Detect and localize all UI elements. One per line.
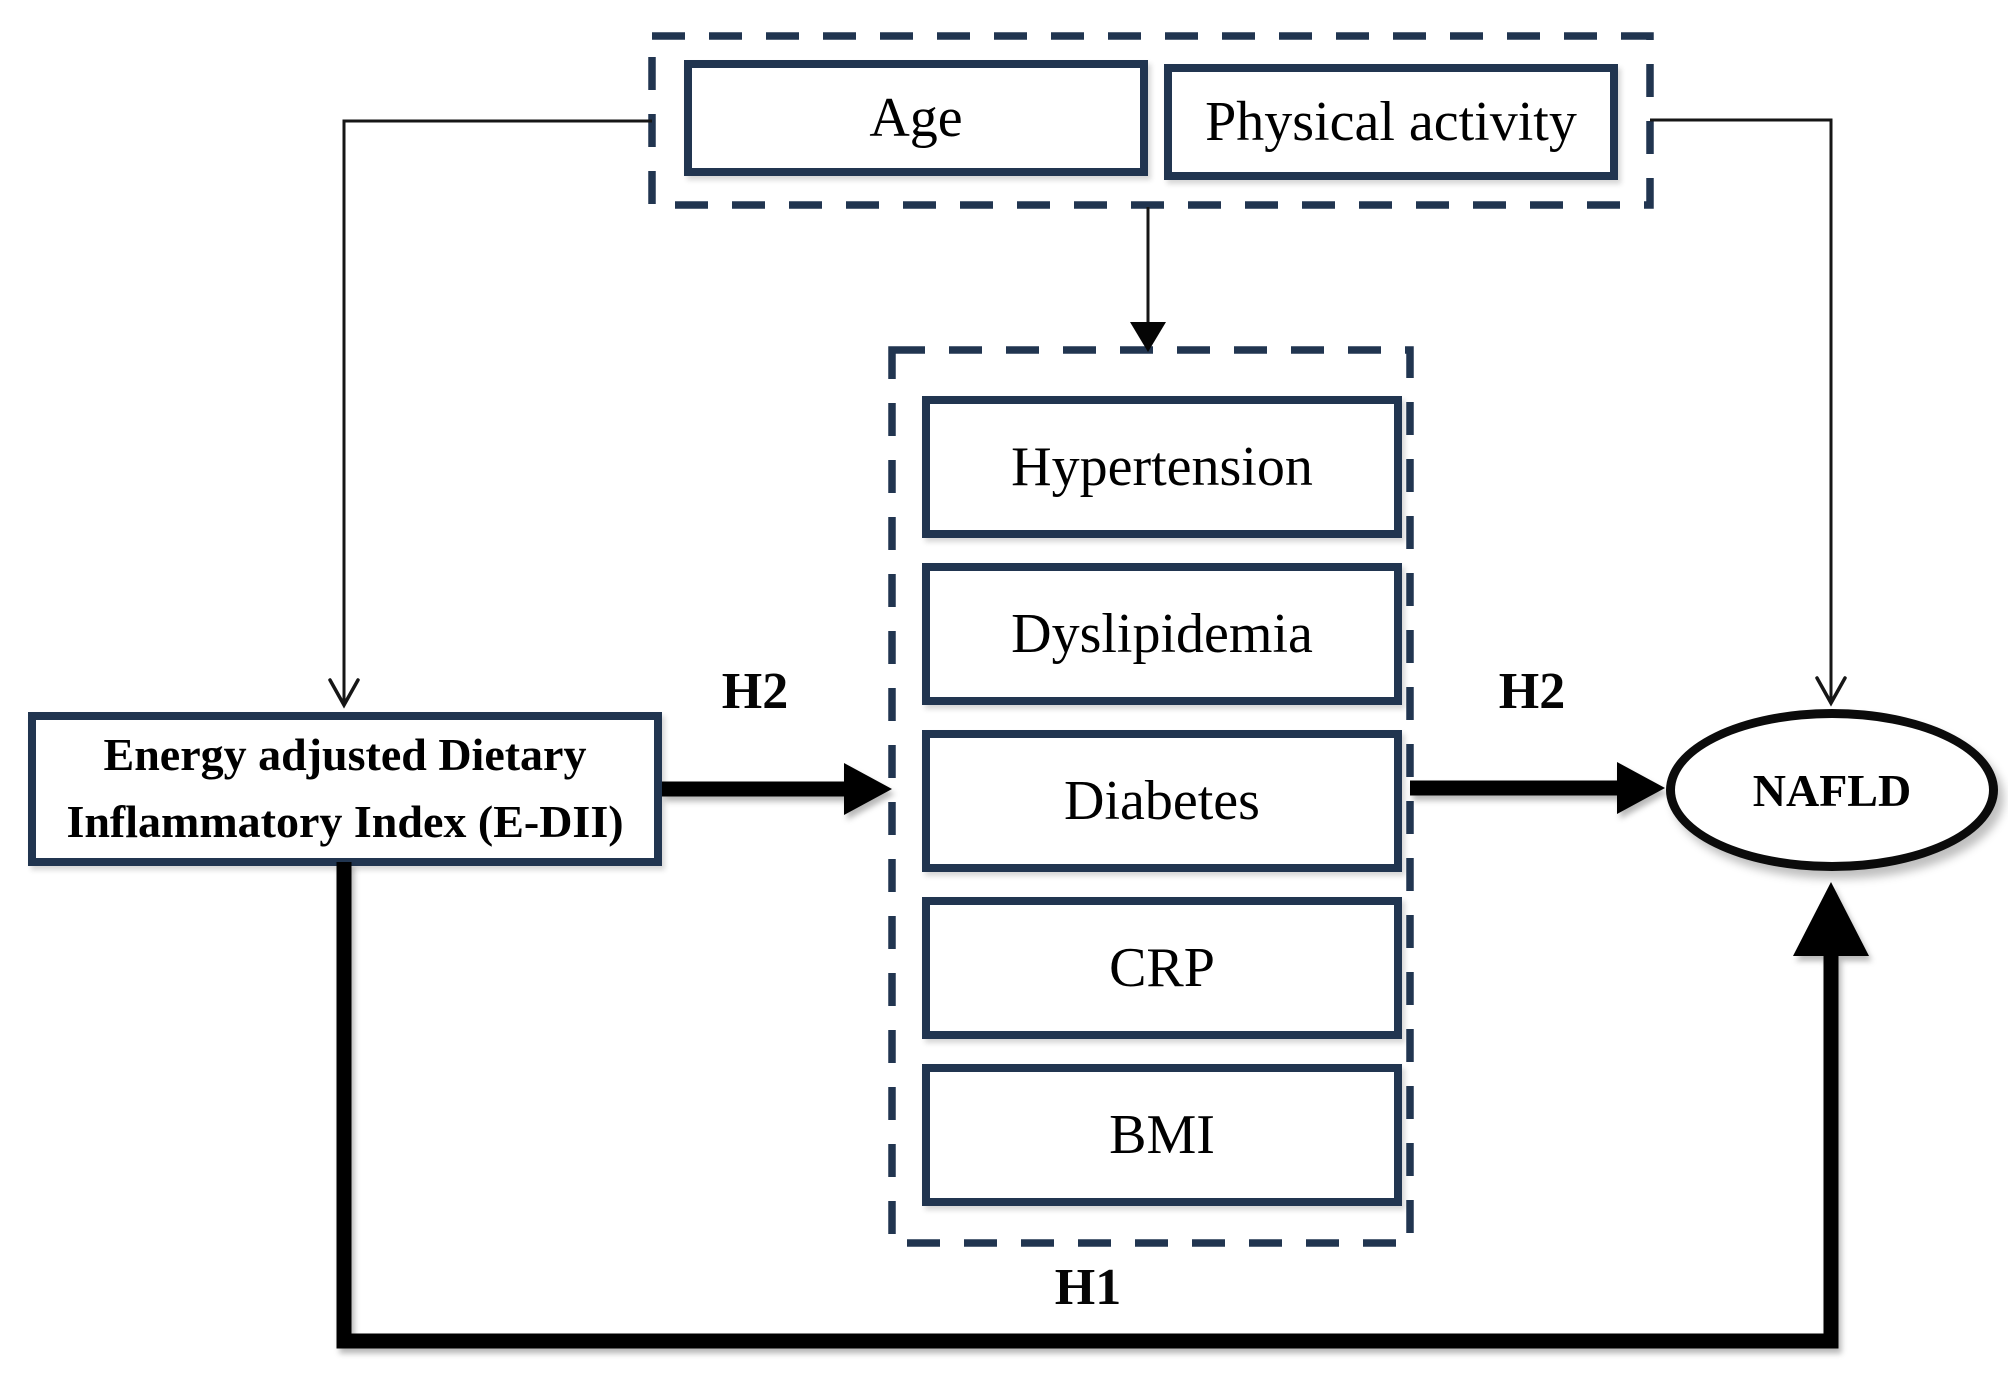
mediator-hypertension-label: Hypertension: [1011, 435, 1313, 498]
mediator-box-diabetes: Diabetes: [922, 730, 1402, 872]
arrow-confounders-to-outcome: [1650, 118, 1847, 707]
exposure-box-edii: Energy adjusted Dietary Inflammatory Ind…: [28, 712, 662, 866]
confounder-age-label: Age: [869, 86, 963, 149]
mediator-box-dyslipidemia: Dyslipidemia: [922, 563, 1402, 705]
arrow-h2-exposure-to-mediators: [662, 763, 892, 815]
mediator-box-crp: CRP: [922, 897, 1402, 1039]
mediator-diabetes-label: Diabetes: [1064, 769, 1260, 832]
outcome-ellipse-nafld: NAFLD: [1666, 709, 1998, 871]
mediator-box-bmi: BMI: [922, 1064, 1402, 1206]
confounder-physical-activity-label: Physical activity: [1205, 90, 1577, 153]
mediator-dyslipidemia-label: Dyslipidemia: [1011, 602, 1313, 665]
exposure-edii-label: Energy adjusted Dietary Inflammatory Ind…: [66, 729, 624, 847]
arrow-confounders-to-mediators: [1130, 207, 1166, 352]
confounder-box-physical-activity: Physical activity: [1164, 64, 1618, 180]
mediator-bmi-label: BMI: [1109, 1103, 1215, 1166]
h1-label: H1: [1054, 1259, 1122, 1316]
confounder-box-age: Age: [684, 60, 1148, 176]
mediator-box-hypertension: Hypertension: [922, 396, 1402, 538]
arrow-h2-mediators-to-outcome: [1410, 762, 1665, 814]
h2-left-label: H2: [721, 663, 789, 720]
arrow-confounders-to-exposure: [328, 119, 652, 709]
mediator-crp-label: CRP: [1109, 936, 1215, 999]
h2-right-label: H2: [1498, 663, 1566, 720]
outcome-nafld-label: NAFLD: [1752, 764, 1912, 816]
